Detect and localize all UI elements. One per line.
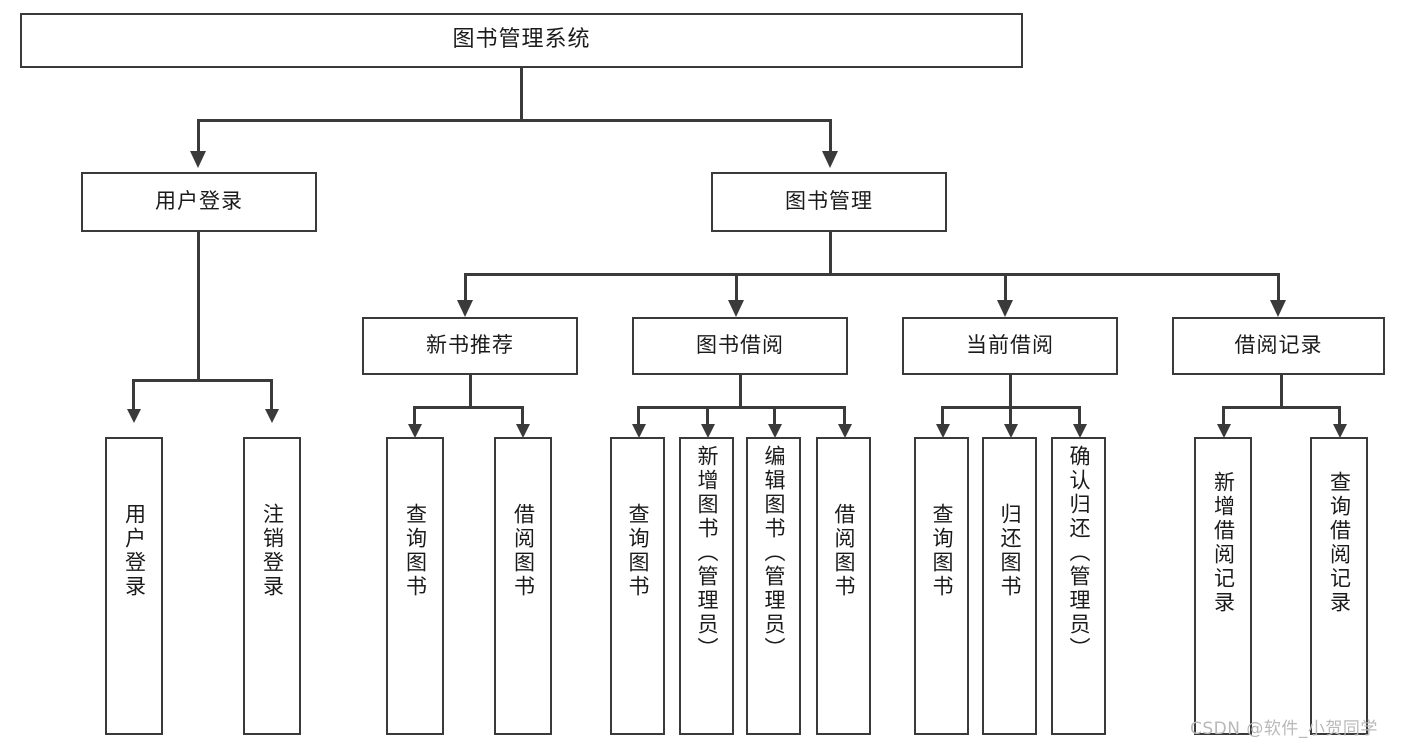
node-borrow-record[interactable]: 借阅记录 (1172, 317, 1385, 375)
arrowhead-nb-query (408, 424, 422, 438)
leaf-label: 查询图书 (403, 503, 428, 599)
arrowhead-br-query (1333, 424, 1347, 438)
arrowhead-bb-borrow (838, 424, 852, 438)
arrowhead-book-management (822, 151, 838, 168)
leaf-nb-query-book[interactable]: 查询图书 (386, 437, 444, 735)
connector-book-management-stem (829, 232, 832, 274)
node-label: 图书管理 (785, 189, 873, 214)
connector-drop-bb-borrow (843, 406, 846, 426)
connector-borrow-record-stem (1280, 375, 1283, 407)
leaf-label: 确认归还（管理员） (1067, 445, 1091, 661)
connector-user-login-bus (132, 379, 272, 382)
arrowhead-br-add (1217, 424, 1231, 438)
node-current-borrow[interactable]: 当前借阅 (902, 317, 1118, 375)
connector-user-login-stem (197, 232, 200, 380)
connector-drop-bb-query (637, 406, 640, 426)
connector-book-borrow-stem (739, 375, 742, 407)
node-label: 图书管理系统 (452, 27, 591, 53)
connector-drop-bb-add (706, 406, 709, 426)
node-root-book-management-system[interactable]: 图书管理系统 (20, 13, 1023, 68)
connector-drop-book-borrow (735, 273, 738, 303)
leaf-user-login[interactable]: 用户登录 (105, 437, 163, 735)
connector-drop-cb-query (941, 406, 944, 426)
arrowhead-cb-query (936, 424, 950, 438)
connector-drop-new-book (464, 273, 467, 303)
leaf-label: 新增借阅记录 (1211, 471, 1236, 615)
connector-drop-current-borrow (1004, 273, 1007, 303)
connector-drop-borrow-record (1277, 273, 1280, 303)
leaf-label: 编辑图书（管理员） (762, 445, 786, 661)
node-label: 当前借阅 (966, 333, 1054, 358)
connector-current-borrow-stem (1009, 375, 1012, 407)
connector-level2-bus (197, 119, 831, 122)
leaf-nb-borrow-book[interactable]: 借阅图书 (494, 437, 552, 735)
leaf-label: 查询图书 (930, 503, 954, 599)
connector-level3-bus (464, 273, 1279, 276)
connector-drop-nb-query (413, 406, 416, 426)
arrowhead-user-login (190, 151, 206, 168)
node-user-login[interactable]: 用户登录 (81, 172, 317, 232)
node-label: 借阅记录 (1234, 333, 1323, 358)
connector-drop-br-query (1338, 406, 1341, 426)
leaf-logout[interactable]: 注销登录 (243, 437, 301, 735)
leaf-label: 查询图书 (626, 503, 650, 599)
arrowhead-cb-confirm (1073, 424, 1087, 438)
leaf-cb-return-book[interactable]: 归还图书 (982, 437, 1037, 735)
csdn-watermark: CSDN @软件_小贺同学 (1190, 719, 1378, 739)
connector-drop-leaf-user-login (132, 379, 135, 411)
leaf-bb-query-book[interactable]: 查询图书 (610, 437, 665, 735)
leaf-label: 新增图书（管理员） (695, 445, 719, 661)
leaf-bb-edit-book[interactable]: 编辑图书（管理员） (746, 437, 801, 735)
arrowhead-borrow-record (1270, 300, 1286, 317)
node-book-management[interactable]: 图书管理 (711, 172, 947, 232)
node-label: 用户登录 (155, 189, 243, 214)
connector-book-borrow-bus (637, 406, 845, 409)
arrowhead-bb-edit (768, 424, 782, 438)
connector-drop-cb-confirm (1078, 406, 1081, 426)
connector-new-book-stem (469, 375, 472, 407)
arrowhead-book-borrow (728, 300, 744, 317)
node-book-borrow[interactable]: 图书借阅 (632, 317, 848, 375)
leaf-bb-borrow-book[interactable]: 借阅图书 (816, 437, 871, 735)
leaf-bb-add-book[interactable]: 新增图书（管理员） (679, 437, 734, 735)
arrowhead-leaf-logout (265, 409, 279, 423)
leaf-cb-confirm-return[interactable]: 确认归还（管理员） (1051, 437, 1106, 735)
connector-drop-cb-return (1009, 406, 1012, 426)
leaf-label: 借阅图书 (832, 503, 856, 599)
node-new-book-recommend[interactable]: 新书推荐 (362, 317, 578, 375)
connector-drop-nb-borrow (521, 406, 524, 426)
arrowhead-bb-add (701, 424, 715, 438)
arrowhead-cb-return (1004, 424, 1018, 438)
connector-drop-bb-edit (773, 406, 776, 426)
arrowhead-current-borrow (997, 300, 1013, 317)
connector-borrow-record-bus (1222, 406, 1340, 409)
node-label: 新书推荐 (426, 333, 514, 358)
connector-new-book-bus (413, 406, 523, 409)
leaf-br-add-record[interactable]: 新增借阅记录 (1194, 437, 1252, 735)
node-label: 图书借阅 (696, 333, 784, 358)
leaf-label: 查询借阅记录 (1327, 471, 1352, 615)
connector-drop-user-login (197, 119, 200, 153)
arrowhead-leaf-user-login (127, 409, 141, 423)
leaf-label: 注销登录 (260, 503, 285, 599)
connector-drop-book-management (829, 119, 832, 153)
arrowhead-new-book (457, 300, 473, 317)
leaf-label: 归还图书 (998, 503, 1022, 599)
leaf-cb-query-book[interactable]: 查询图书 (914, 437, 969, 735)
leaf-label: 用户登录 (122, 503, 147, 599)
connector-drop-leaf-logout (270, 379, 273, 411)
connector-drop-br-add (1222, 406, 1225, 426)
arrowhead-bb-query (632, 424, 646, 438)
connector-root-stem (520, 68, 523, 120)
leaf-label: 借阅图书 (511, 503, 536, 599)
arrowhead-nb-borrow (516, 424, 530, 438)
leaf-br-query-record[interactable]: 查询借阅记录 (1310, 437, 1368, 735)
